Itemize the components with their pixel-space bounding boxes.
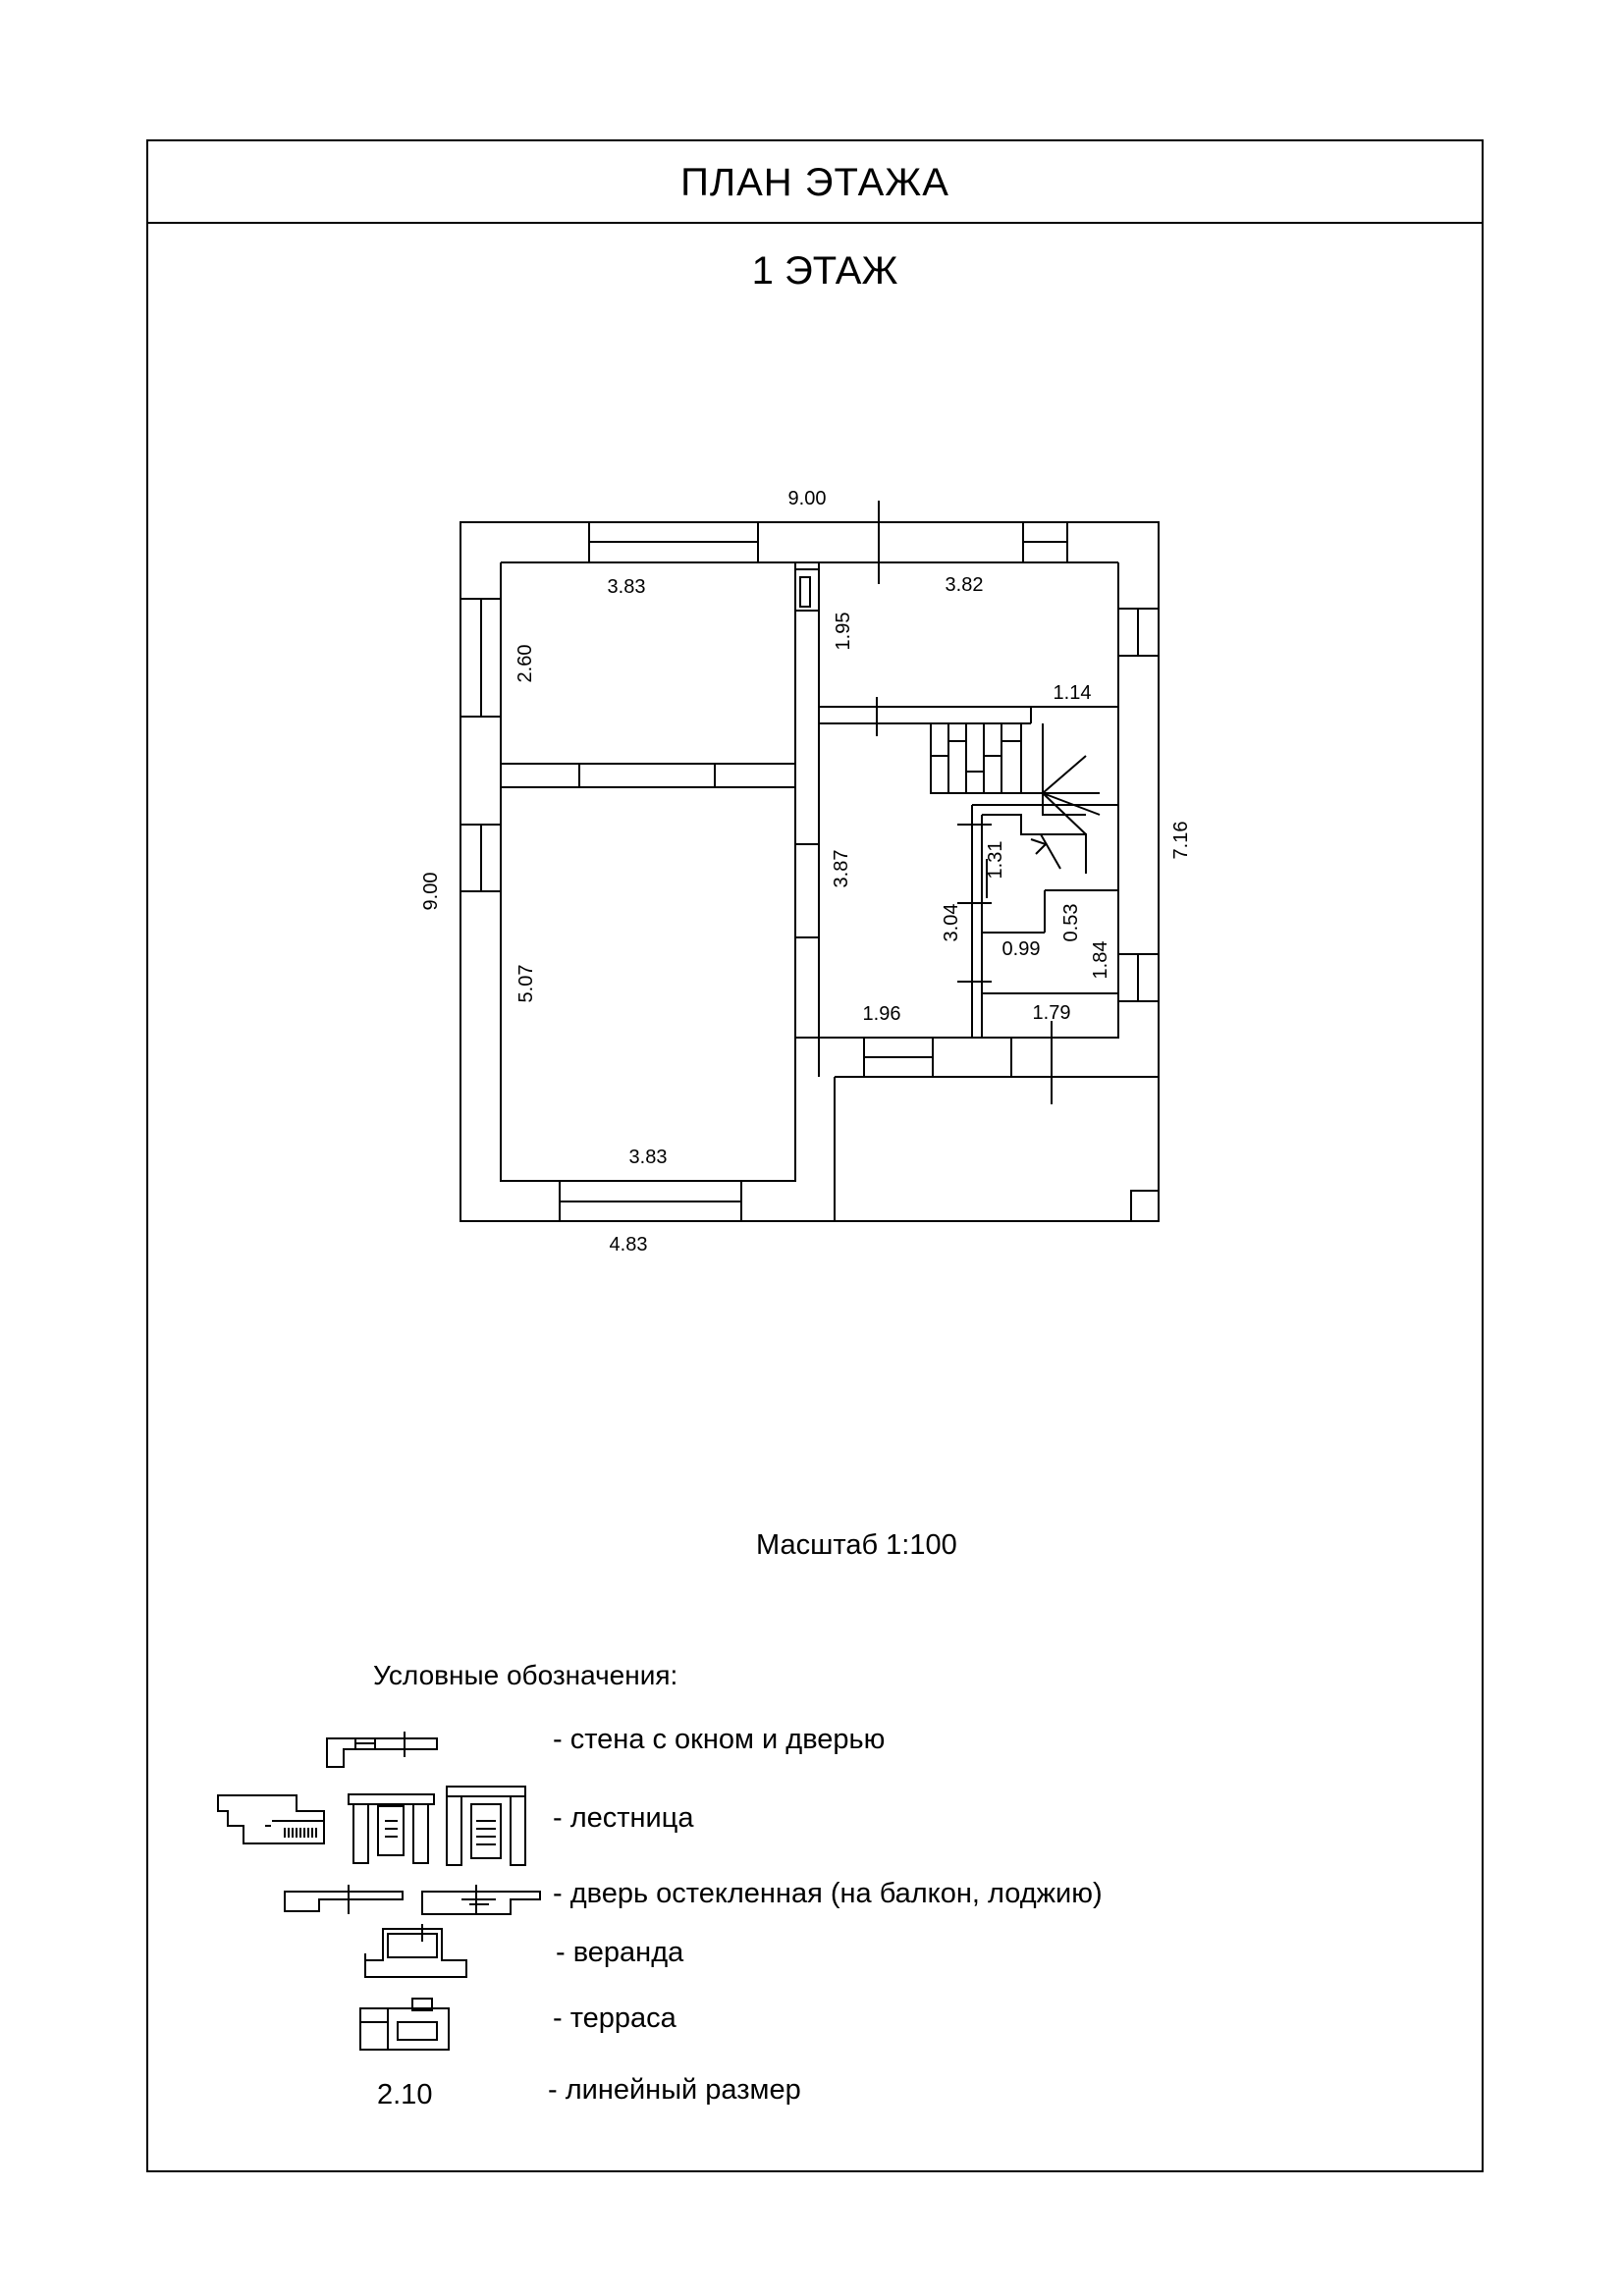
scale-label: Масштаб 1:100 bbox=[756, 1529, 957, 1561]
legend-label-glazed-door: - дверь остекленная (на балкон, лоджию) bbox=[553, 1878, 1103, 1909]
dim-hall-width: 1.96 bbox=[863, 1003, 901, 1025]
interior-walls bbox=[501, 562, 1118, 1104]
top-windows bbox=[588, 501, 1068, 584]
dim-room-top-right-width: 3.82 bbox=[946, 574, 984, 596]
legend-label-stairs: - лестница bbox=[553, 1802, 694, 1834]
dim-room-top-right-height: 1.95 bbox=[833, 613, 854, 651]
dim-bath-depth: 0.53 bbox=[1060, 904, 1082, 942]
dim-corridor: 3.04 bbox=[941, 904, 962, 942]
glazed-door-icon bbox=[284, 1885, 541, 1915]
legend-label-wall: - стена с окном и дверью bbox=[553, 1724, 886, 1755]
sheet-frame: ПЛАН ЭТАЖА 1 ЭТАЖ bbox=[146, 139, 1484, 2172]
dim-outer-right: 7.16 bbox=[1170, 822, 1192, 860]
left-windows bbox=[460, 598, 501, 892]
dim-hall-height: 3.87 bbox=[831, 850, 852, 888]
dimension-labels: 9.00 9.00 7.16 4.83 3.83 2.60 3.82 1.95 … bbox=[420, 488, 1192, 1255]
dim-stair-landing: 1.31 bbox=[985, 841, 1006, 880]
dim-room-top-left-height: 2.60 bbox=[514, 645, 536, 683]
outer-walls bbox=[460, 521, 1160, 1222]
dim-stair-width: 1.14 bbox=[1054, 682, 1092, 704]
terrace-icon bbox=[359, 1998, 450, 2051]
dim-bottom: 4.83 bbox=[610, 1234, 648, 1255]
veranda-icon bbox=[364, 1924, 467, 1978]
floor-title: 1 ЭТАЖ bbox=[751, 249, 898, 293]
sheet-title: ПЛАН ЭТАЖА bbox=[680, 161, 949, 204]
dim-outer-top: 9.00 bbox=[788, 488, 827, 509]
dim-outer-left: 9.00 bbox=[420, 873, 442, 911]
dimension-sample: 2.10 bbox=[377, 2079, 433, 2110]
bottom-windows bbox=[559, 1181, 742, 1221]
dim-bath2-height: 1.84 bbox=[1090, 941, 1111, 980]
dim-bath2-width: 1.79 bbox=[1033, 1002, 1071, 1024]
wall-window-door-icon bbox=[326, 1732, 438, 1768]
dim-big-room-height: 5.07 bbox=[515, 965, 537, 1003]
legend-label-dimension: - линейный размер bbox=[548, 2074, 801, 2106]
stairs-icon bbox=[217, 1786, 526, 1866]
legend-title: Условные обозначения: bbox=[373, 1660, 678, 1690]
stairs bbox=[930, 723, 1119, 1038]
legend-label-veranda: - веранда bbox=[556, 1937, 684, 1968]
right-windows bbox=[1118, 608, 1159, 1002]
dim-big-room-width: 3.83 bbox=[629, 1147, 668, 1168]
legend-label-terrace: - терраса bbox=[553, 2002, 676, 2034]
dim-bath-width: 0.99 bbox=[1002, 938, 1041, 960]
title-row: ПЛАН ЭТАЖА bbox=[148, 141, 1482, 224]
dim-room-top-left-width: 3.83 bbox=[608, 576, 646, 598]
